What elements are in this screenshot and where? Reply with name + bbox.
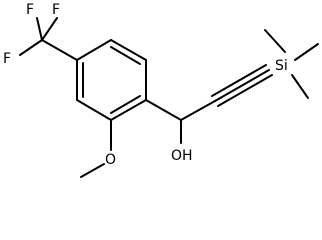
- atom-label-silicon: Si: [275, 58, 288, 74]
- bond-c-f-top-left: [36, 17, 43, 41]
- atom-label-fluorine: F: [3, 51, 11, 67]
- atom-label-fluorine: F: [26, 2, 34, 18]
- ring-double-bond: [110, 46, 141, 65]
- bond-si-methyl-right: [294, 43, 319, 61]
- bond-carbinol-to-alkyne: [180, 100, 216, 121]
- bond-c-f-top-right: [41, 17, 58, 41]
- ring-double-bond: [110, 95, 141, 114]
- bond-ring-to-cf3: [41, 39, 78, 61]
- ring-bond: [110, 99, 147, 121]
- ring-bond: [76, 99, 112, 121]
- triple-bond-line: [214, 69, 270, 102]
- triple-bond-line: [217, 74, 273, 107]
- benzene-ring: [76, 39, 147, 121]
- atom-label-hydroxyl: OH: [171, 148, 193, 164]
- bond-ring-to-carbinol: [145, 99, 182, 121]
- atom-label-fluorine: F: [52, 2, 60, 18]
- ring-bond: [76, 39, 112, 61]
- bond-si-methyl-bottom: [291, 74, 309, 99]
- atom-label-oxygen: O: [105, 152, 116, 168]
- bond-oxygen-to-methyl: [80, 163, 105, 178]
- bond-c-f-left: [19, 39, 43, 56]
- ring-bond: [110, 39, 147, 61]
- chemical-structure-diagram: F F F O OH Si: [3, 2, 319, 178]
- bond-si-methyl-top: [264, 29, 286, 53]
- triple-bond-line: [211, 64, 267, 97]
